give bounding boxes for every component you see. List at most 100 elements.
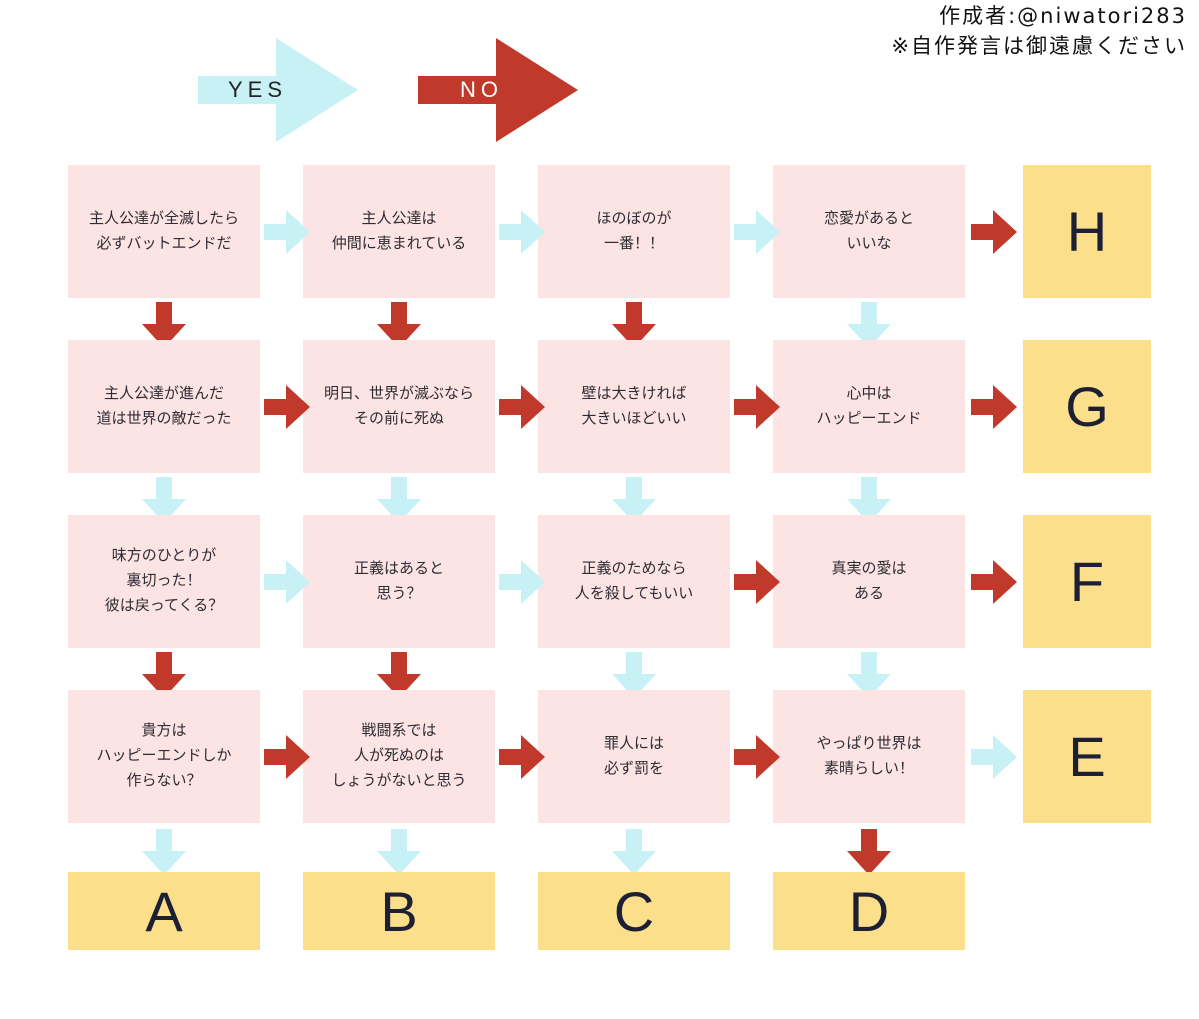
arrow-yes-r2c3-to-r3c3 — [610, 477, 658, 523]
arrow-down-icon — [377, 302, 421, 348]
result-box-h[interactable]: H — [1023, 165, 1151, 298]
credit-block: 作成者:@niwatori283 ※自作発言は御遠慮ください — [891, 2, 1187, 62]
arrow-yes-r1c4-to-r2c4 — [845, 302, 893, 348]
arrow-down-icon — [142, 302, 186, 348]
arrow-no-r2-c3-to-c4 — [734, 383, 780, 431]
arrow-right-icon — [499, 385, 545, 429]
question-box-r3c1[interactable]: 味方のひとりが裏切った！彼は戻ってくる？ — [68, 515, 260, 648]
arrow-right-icon — [971, 210, 1017, 254]
legend-no-label: NO — [460, 77, 503, 102]
question-box-r3c2[interactable]: 正義はあると思う？ — [303, 515, 495, 648]
arrow-yes-r1-c1-to-c2 — [264, 208, 310, 256]
arrow-yes-r2c1-to-r3c1 — [140, 477, 188, 523]
arrow-right-icon — [264, 385, 310, 429]
arrow-no-r1-c4-to-h — [971, 208, 1017, 256]
result-box-c[interactable]: C — [538, 872, 730, 950]
legend-no-arrow: NO — [418, 38, 578, 142]
arrow-yes-r1-c3-to-c4 — [734, 208, 780, 256]
question-box-r4c1[interactable]: 貴方はハッピーエンドしか作らない？ — [68, 690, 260, 823]
arrow-no-r2-c2-to-c3 — [499, 383, 545, 431]
arrow-yes-r4c3-to-c — [610, 829, 658, 875]
arrow-down-icon — [847, 302, 891, 348]
question-box-r3c3[interactable]: 正義のためなら人を殺してもいい — [538, 515, 730, 648]
arrow-no-r4-c2-to-c3 — [499, 733, 545, 781]
arrow-right-icon — [971, 735, 1017, 779]
flowchart-grid: 主人公達が全滅したら必ずバットエンドだ 主人公達は仲間に恵まれている ほのぼのが… — [68, 165, 1151, 950]
question-box-r1c3[interactable]: ほのぼのが一番！！ — [538, 165, 730, 298]
arrow-right-icon — [418, 38, 578, 142]
arrow-down-icon — [612, 477, 656, 523]
arrow-no-r3c1-to-r4c1 — [140, 652, 188, 698]
arrow-down-icon — [612, 829, 656, 875]
arrow-no-r4-c1-to-c2 — [264, 733, 310, 781]
arrow-no-r3-c4-to-f — [971, 558, 1017, 606]
arrow-no-r1c2-to-r2c2 — [375, 302, 423, 348]
arrow-down-icon — [142, 652, 186, 698]
result-box-b[interactable]: B — [303, 872, 495, 950]
arrow-yes-r2c2-to-r3c2 — [375, 477, 423, 523]
arrow-no-r1c3-to-r2c3 — [610, 302, 658, 348]
arrow-down-icon — [377, 477, 421, 523]
arrow-right-icon — [971, 560, 1017, 604]
arrow-right-icon — [499, 560, 545, 604]
arrow-down-icon — [142, 829, 186, 875]
question-box-r2c1[interactable]: 主人公達が進んだ道は世界の敵だった — [68, 340, 260, 473]
arrow-down-icon — [612, 302, 656, 348]
result-box-a[interactable]: A — [68, 872, 260, 950]
question-box-r2c2[interactable]: 明日、世界が滅ぶならその前に死ぬ — [303, 340, 495, 473]
flow-row-4: 貴方はハッピーエンドしか作らない？ 戦闘系では人が死ぬのはしょうがないと思う 罪… — [68, 690, 1151, 875]
result-box-f[interactable]: F — [1023, 515, 1151, 648]
arrow-yes-r2c4-to-r3c4 — [845, 477, 893, 523]
result-box-g[interactable]: G — [1023, 340, 1151, 473]
flow-row-3: 味方のひとりが裏切った！彼は戻ってくる？ 正義はあると思う？ 正義のためなら人を… — [68, 515, 1151, 698]
arrow-down-icon — [377, 652, 421, 698]
credit-notice: ※自作発言は御遠慮ください — [891, 33, 1187, 58]
arrow-right-icon — [734, 210, 780, 254]
arrow-no-r2-c1-to-c2 — [264, 383, 310, 431]
arrow-down-icon — [612, 652, 656, 698]
credit-author: 作成者:@niwatori283 — [939, 4, 1187, 28]
question-box-r2c3[interactable]: 壁は大きければ大きいほどいい — [538, 340, 730, 473]
question-box-r2c4[interactable]: 心中はハッピーエンド — [773, 340, 965, 473]
arrow-down-icon — [847, 477, 891, 523]
flow-row-1: 主人公達が全滅したら必ずバットエンドだ 主人公達は仲間に恵まれている ほのぼのが… — [68, 165, 1151, 348]
arrow-no-r4c4-to-d — [845, 829, 893, 875]
arrow-yes-r3-c1-to-c2 — [264, 558, 310, 606]
arrow-right-icon — [198, 38, 358, 142]
question-box-r3c4[interactable]: 真実の愛はある — [773, 515, 965, 648]
question-box-r4c2[interactable]: 戦闘系では人が死ぬのはしょうがないと思う — [303, 690, 495, 823]
arrow-right-icon — [264, 735, 310, 779]
question-box-r1c1[interactable]: 主人公達が全滅したら必ずバットエンドだ — [68, 165, 260, 298]
legend-yes-label: YES — [228, 77, 288, 102]
arrow-down-icon — [142, 477, 186, 523]
result-box-d[interactable]: D — [773, 872, 965, 950]
arrow-right-icon — [499, 210, 545, 254]
arrow-down-icon — [847, 652, 891, 698]
arrow-right-icon — [499, 735, 545, 779]
question-box-r4c4[interactable]: やっぱり世界は素晴らしい！ — [773, 690, 965, 823]
result-box-e[interactable]: E — [1023, 690, 1151, 823]
arrow-no-r1c1-to-r2c1 — [140, 302, 188, 348]
arrow-down-icon — [847, 829, 891, 875]
question-box-r1c4[interactable]: 恋愛があるといいな — [773, 165, 965, 298]
arrow-right-icon — [264, 210, 310, 254]
arrow-yes-r3c3-to-r4c3 — [610, 652, 658, 698]
arrow-right-icon — [971, 385, 1017, 429]
arrow-no-r4-c3-to-c4 — [734, 733, 780, 781]
arrow-down-icon — [377, 829, 421, 875]
arrow-right-icon — [734, 385, 780, 429]
arrow-no-r3c2-to-r4c2 — [375, 652, 423, 698]
legend: YES NO — [198, 38, 618, 142]
legend-yes-arrow: YES — [198, 38, 358, 142]
arrow-yes-r3c4-to-r4c4 — [845, 652, 893, 698]
arrow-right-icon — [734, 735, 780, 779]
arrow-yes-r4c1-to-a — [140, 829, 188, 875]
arrow-no-r3-c3-to-c4 — [734, 558, 780, 606]
question-box-r4c3[interactable]: 罪人には必ず罰を — [538, 690, 730, 823]
arrow-right-icon — [264, 560, 310, 604]
arrow-yes-r1-c2-to-c3 — [499, 208, 545, 256]
arrow-right-icon — [734, 560, 780, 604]
question-box-r1c2[interactable]: 主人公達は仲間に恵まれている — [303, 165, 495, 298]
arrow-yes-r3-c2-to-c3 — [499, 558, 545, 606]
arrow-yes-r4-c4-to-e — [971, 733, 1017, 781]
